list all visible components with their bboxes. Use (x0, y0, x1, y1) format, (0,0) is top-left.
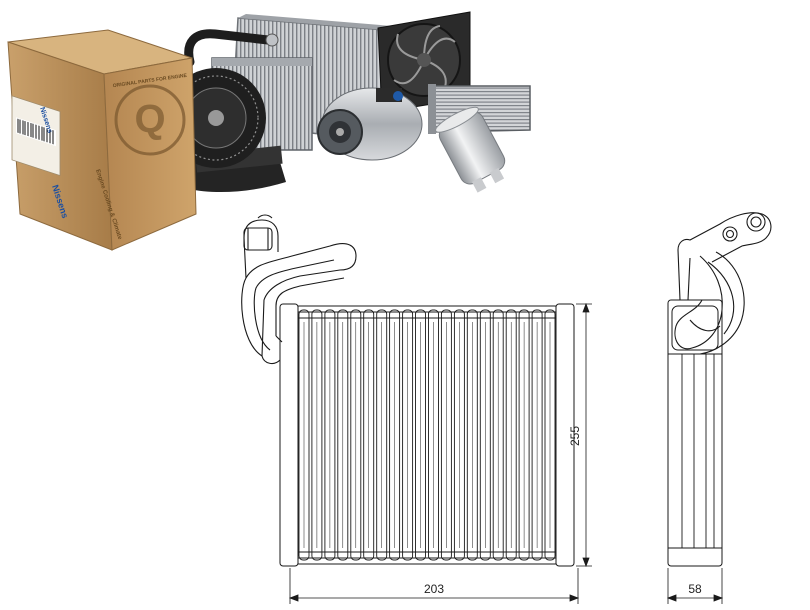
svg-text:Q: Q (134, 97, 165, 141)
evaporator-tube (324, 309, 336, 561)
technical-drawing (241, 212, 772, 604)
evaporator-tube (492, 309, 504, 561)
evaporator-tube (415, 309, 426, 561)
ac-hose-image (184, 29, 279, 67)
evaporator-tube (363, 309, 375, 561)
evaporator-tube (453, 309, 465, 561)
evaporator-tube (350, 309, 362, 561)
evaporator-tube (402, 309, 414, 561)
evaporator-tube (479, 309, 491, 561)
barcode-icon (16, 117, 56, 147)
product-photo: Q ORIGINAL PARTS FOR ENGINE Nissens Niss… (7, 11, 531, 251)
front-view-evaporator (241, 214, 575, 567)
evaporator-tube (298, 309, 310, 561)
evaporator-tube (505, 309, 517, 561)
evaporator-tube (544, 309, 556, 561)
ac-compressor-image (317, 87, 423, 161)
height-dimension-label: 255 (568, 426, 582, 446)
evaporator-tube (376, 309, 388, 561)
side-view-evaporator (667, 212, 772, 567)
evaporator-tube (440, 309, 452, 561)
width-dimension-label: 203 (424, 582, 444, 596)
evaporator-tube (311, 309, 323, 561)
evaporator-tube (428, 309, 439, 561)
side-view-pipes (674, 212, 772, 355)
front-view-pipes (241, 214, 357, 365)
evaporator-tube (337, 309, 349, 561)
nissens-box-image: Q ORIGINAL PARTS FOR ENGINE Nissens Niss… (7, 29, 197, 251)
evaporator-tube (518, 309, 530, 561)
evaporator-tube (466, 309, 478, 561)
evaporator-tube (389, 309, 401, 561)
dimension-lines (288, 302, 724, 604)
depth-dimension-label: 58 (688, 582, 702, 596)
receiver-drier-image (435, 106, 506, 193)
evaporator-tube (531, 309, 543, 561)
